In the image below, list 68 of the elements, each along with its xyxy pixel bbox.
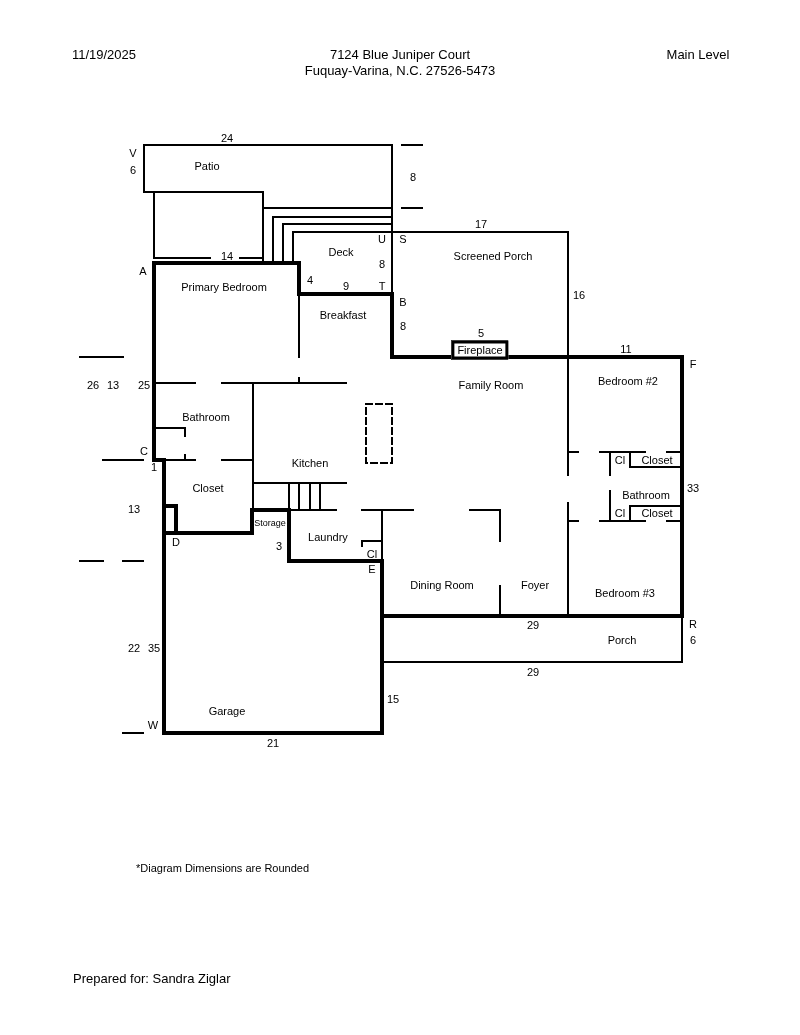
corner-letter: A [139,264,147,278]
room-label: Kitchen [291,456,329,470]
room-label: Dining Room [410,578,474,592]
dimension-label: 5 [477,326,485,340]
room-label: Bathroom [622,488,670,502]
dimension-label: 3 [275,539,283,553]
corner-letter: S [399,232,407,246]
footnote: *Diagram Dimensions are Rounded [136,861,310,875]
header-text: 7124 Blue Juniper Court [329,46,471,62]
fireplace-box: Fireplace [451,340,509,360]
dimension-label: 22 [127,641,141,655]
room-label: Garage [208,704,246,718]
room-label: Deck [328,245,354,259]
room-label: Closet [641,453,673,467]
prepared-for-text: Prepared for: Sandra Ziglar [73,970,231,986]
dimension-label: 26 [86,378,100,392]
room-label: Closet [641,506,673,520]
dimension-label: 16 [572,288,586,302]
dimension-label: 11 [620,342,632,356]
dimension-label: 24 [220,131,234,145]
corner-letter: R [689,617,697,631]
room-label: Porch [607,633,637,647]
corner-letter: W [147,718,159,732]
dimension-label: 29 [526,618,540,632]
dimension-label: 8 [409,170,417,184]
room-label: Family Room [458,378,524,392]
dimension-label: 17 [474,217,488,231]
dimension-label: 15 [386,692,400,706]
room-label: Storage [254,516,286,530]
room-label: Cl [366,547,378,561]
corner-letter: C [140,444,148,458]
dimension-label: 25 [137,378,151,392]
dimension-label: 1 [150,460,158,474]
dimension-label: 21 [266,736,280,750]
dimension-label: 6 [689,633,697,647]
dimension-label: 8 [378,257,386,271]
room-label: Cl [614,453,626,467]
dimension-label: 4 [306,273,314,287]
dimension-label: 33 [686,481,700,495]
dimension-label: 13 [106,378,120,392]
dimension-label: 9 [342,279,350,293]
room-label: Foyer [520,578,550,592]
dimension-label: 6 [129,163,137,177]
corner-letter: E [368,562,376,576]
header-text: Main Level [666,46,730,62]
room-label: Bedroom #3 [595,586,655,600]
room-label: Primary Bedroom [181,280,267,294]
room-label: Bathroom [182,410,230,424]
dimension-label: 8 [399,319,407,333]
room-label: Laundry [308,530,348,544]
room-label: Patio [194,159,220,173]
corner-letter: D [172,535,180,549]
corner-letter: B [399,295,407,309]
dimension-label: 14 [220,249,234,263]
dimension-label: 13 [127,502,141,516]
room-label: Screened Porch [453,249,533,263]
room-label: Bedroom #2 [598,374,658,388]
room-label: Closet [192,481,224,495]
room-label: Breakfast [319,308,367,322]
dimension-label: 35 [147,641,161,655]
corner-letter: U [378,232,386,246]
corner-letter: F [689,357,697,371]
dimension-label: 29 [526,665,540,679]
corner-letter: T [378,279,386,293]
header-text: Fuquay-Varina, N.C. 27526-5473 [304,62,496,78]
corner-letter: V [129,146,137,160]
header-text: 11/19/2025 [71,46,137,62]
room-label: Cl [614,506,626,520]
